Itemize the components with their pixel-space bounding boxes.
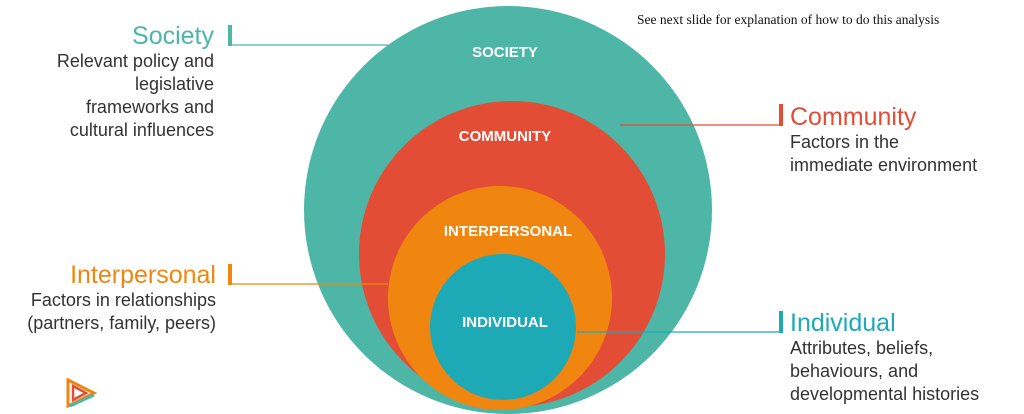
interpersonal-desc-1: Factors in relationships [30, 290, 216, 310]
interpersonal-circle-label: INTERPERSONAL [444, 223, 572, 240]
individual-desc-2: behaviours, and [790, 361, 919, 381]
society-desc-1: Relevant policy and [56, 51, 214, 71]
logo-icon [66, 377, 98, 409]
society-title: Society [132, 22, 214, 50]
individual-label: Individual Attributes, beliefs, behaviou… [790, 309, 979, 406]
individual-circle [430, 254, 576, 400]
interpersonal-label: Interpersonal Factors in relationships (… [27, 261, 216, 335]
community-desc-2: immediate environment [790, 155, 978, 175]
individual-desc-1: Attributes, beliefs, [790, 338, 934, 358]
individual-circle-label: INDIVIDUAL [462, 314, 548, 331]
community-title: Community [790, 103, 917, 131]
society-desc-3: frameworks and [85, 97, 214, 117]
society-circle-label: SOCIETY [472, 44, 538, 61]
interpersonal-desc-2: (partners, family, peers) [27, 313, 216, 333]
interpersonal-connector [228, 264, 388, 285]
society-desc-4: cultural influences [69, 120, 214, 140]
community-circle-label: COMMUNITY [459, 128, 552, 145]
society-desc-2: legislative [134, 74, 214, 94]
community-label: Community Factors in the immediate envir… [790, 103, 977, 177]
society-connector [228, 25, 388, 46]
community-connector [620, 104, 783, 126]
interpersonal-title: Interpersonal [70, 261, 216, 289]
society-label: Society Relevant policy and legislative … [57, 22, 214, 142]
community-desc-1: Factors in the [790, 132, 900, 152]
individual-title: Individual [790, 309, 896, 337]
individual-desc-3: developmental histories [790, 384, 980, 404]
individual-connector [577, 311, 783, 333]
slide-note: See next slide for explanation of how to… [637, 12, 940, 27]
